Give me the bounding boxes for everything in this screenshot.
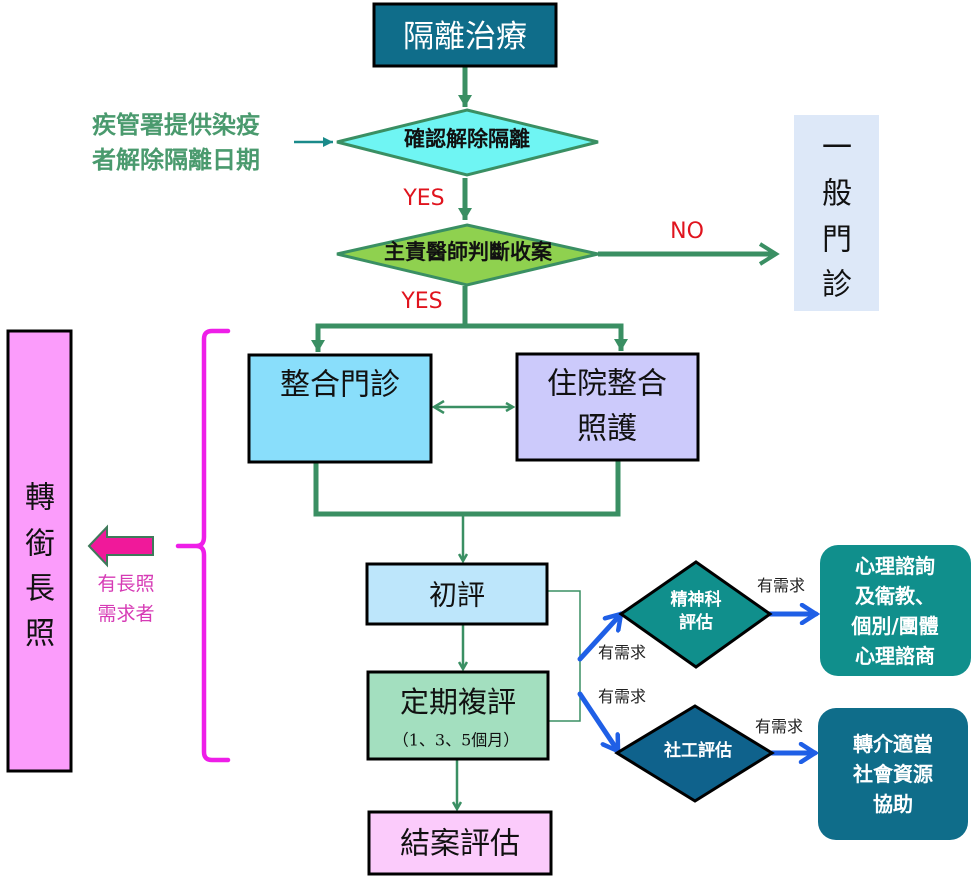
referral-box xyxy=(818,708,968,840)
integrated-clinic-box xyxy=(247,353,433,464)
referral-line-2: 社會資源 xyxy=(852,762,933,786)
node-periodic-eval: 定期複評 （1、3、5個月） xyxy=(366,670,550,761)
inpatient-care-box xyxy=(515,352,700,462)
need-label-to-social: 有需求 xyxy=(598,687,646,706)
long-term-care-char-2: 銜 xyxy=(25,527,55,562)
no-label: NO xyxy=(670,219,704,244)
long-term-care-box xyxy=(6,329,73,773)
closing-eval-label: 結案評估 xyxy=(400,827,520,862)
counseling-box xyxy=(820,545,971,676)
need-label-social-out: 有需求 xyxy=(755,717,803,736)
long-term-care-referral: 有長照 需求者 xyxy=(87,524,155,625)
initial-eval-label: 初評 xyxy=(429,579,485,612)
periodic-eval-sublabel: （1、3、5個月） xyxy=(393,731,520,750)
isolation-treatment-box xyxy=(372,2,558,68)
psychiatry-eval-diamond xyxy=(618,560,773,669)
node-initial-eval: 初評 xyxy=(365,562,549,626)
node-referral: 轉介適當 社會資源 協助 xyxy=(818,708,968,840)
node-social-work-eval: 社工評估 xyxy=(614,704,775,803)
long-term-care-char-3: 長 xyxy=(25,572,55,607)
physician-judgement-label: 主責醫師判斷收案 xyxy=(384,240,553,264)
inpatient-care-line-1: 住院整合 xyxy=(547,367,667,402)
long-term-care-char-4: 照 xyxy=(25,617,55,652)
node-counseling: 心理諮詢 及衛教、 個別/團體 心理諮商 xyxy=(820,545,971,676)
cdc-note: 疾管署提供染疫 者解除隔離日期 xyxy=(92,111,260,174)
social-work-eval-label: 社工評估 xyxy=(663,740,732,761)
yes-label-2: YES xyxy=(400,289,442,314)
node-general-clinic: 一 般 門 診 xyxy=(794,115,879,311)
counseling-line-4: 心理諮商 xyxy=(855,644,935,668)
node-closing-eval: 結案評估 xyxy=(367,810,553,876)
need-label-to-psychiatry: 有需求 xyxy=(598,643,646,662)
initial-eval-box xyxy=(365,562,549,626)
node-isolation-treatment: 隔離治療 xyxy=(372,2,558,68)
connectors xyxy=(294,67,816,809)
psychiatry-eval-line-1: 精神科 xyxy=(671,589,722,610)
general-clinic-box xyxy=(794,115,879,311)
social-work-eval-diamond xyxy=(614,704,775,803)
general-clinic-char-3: 門 xyxy=(822,223,852,258)
isolation-treatment-label: 隔離治療 xyxy=(403,19,527,55)
psychiatry-eval-line-2: 評估 xyxy=(679,612,713,633)
eval-side-line xyxy=(548,590,581,722)
node-long-term-care: 轉 銜 長 照 xyxy=(6,329,73,773)
physician-judgement-diamond xyxy=(336,223,599,287)
arrow-to-psychiatry xyxy=(577,614,621,662)
curly-brace xyxy=(175,328,231,763)
counseling-line-1: 心理諮詢 xyxy=(855,554,935,578)
referral-line-1: 轉介適當 xyxy=(853,732,933,756)
referral-line-3: 協助 xyxy=(873,792,913,816)
periodic-eval-label: 定期複評 xyxy=(400,685,516,719)
general-clinic-char-2: 般 xyxy=(822,177,852,212)
general-clinic-char-4: 診 xyxy=(822,268,852,303)
closing-eval-box xyxy=(367,810,553,876)
need-label-psychiatry-out: 有需求 xyxy=(757,576,805,595)
left-block-arrow-icon xyxy=(87,524,154,568)
counseling-line-3: 個別/團體 xyxy=(850,614,938,638)
general-clinic-char-1: 一 xyxy=(822,131,852,166)
cdc-note-line-1: 疾管署提供染疫 xyxy=(92,111,260,139)
split-line xyxy=(315,323,624,350)
long-term-need-line-2: 需求者 xyxy=(97,603,154,625)
cdc-note-line-2: 者解除隔離日期 xyxy=(92,146,260,174)
integrated-clinic-label: 整合門診 xyxy=(280,368,400,403)
confirm-release-diamond xyxy=(336,108,599,177)
yes-label-1: YES xyxy=(402,186,444,211)
node-psychiatry-eval: 精神科 評估 xyxy=(618,560,773,669)
long-term-care-char-1: 轉 xyxy=(25,481,55,516)
merge-line xyxy=(313,460,621,517)
periodic-eval-box xyxy=(366,670,550,761)
confirm-release-label: 確認解除隔離 xyxy=(404,127,530,151)
node-inpatient-care: 住院整合 照護 xyxy=(515,352,700,462)
counseling-line-2: 及衛教、 xyxy=(855,584,935,608)
long-term-need-line-1: 有長照 xyxy=(97,573,154,595)
node-integrated-clinic: 整合門診 xyxy=(247,353,433,464)
inpatient-care-line-2: 照護 xyxy=(577,412,637,447)
arrow-to-social-work xyxy=(577,691,621,751)
node-confirm-release: 確認解除隔離 xyxy=(336,108,599,177)
node-physician-judgement: 主責醫師判斷收案 xyxy=(336,223,599,287)
